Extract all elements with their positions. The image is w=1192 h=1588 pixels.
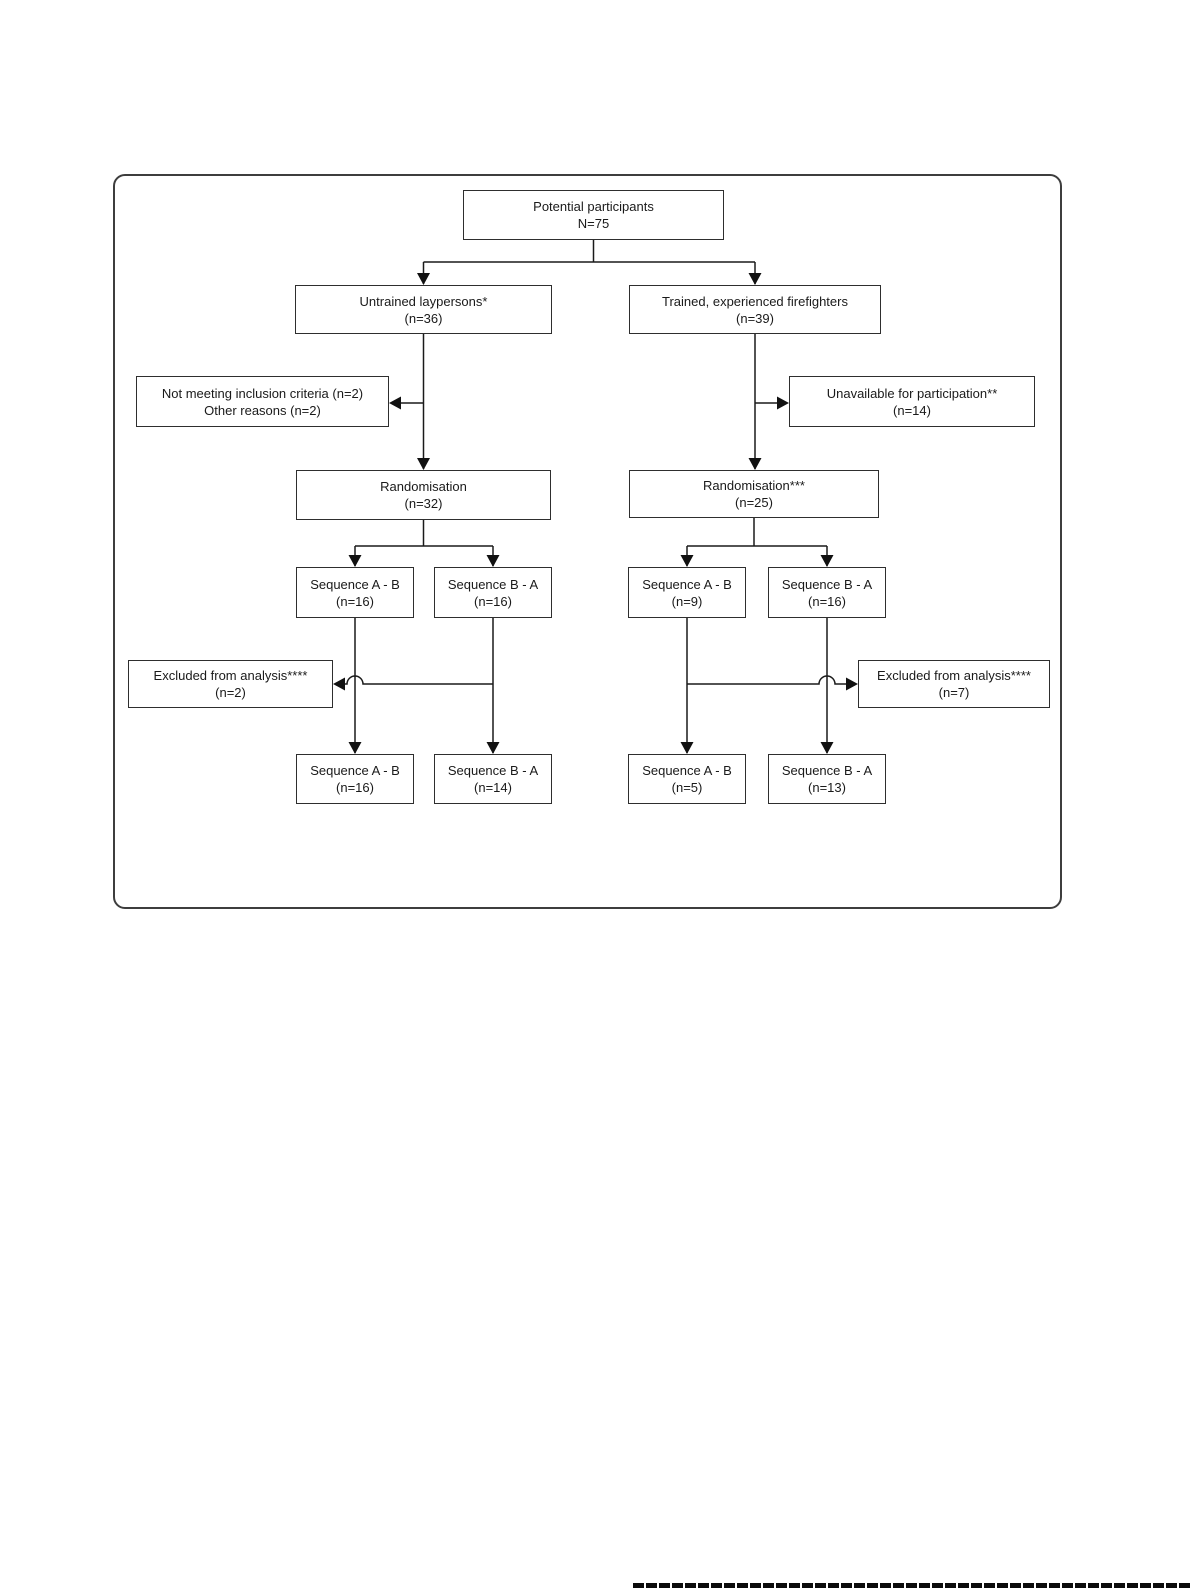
- box-text: Excluded from analysis****: [877, 668, 1031, 683]
- box-not-meeting-criteria: Not meeting inclusion criteria (n=2) Oth…: [136, 376, 389, 427]
- box-text: Sequence A - B: [310, 576, 400, 592]
- box-count: (n=5): [671, 780, 703, 795]
- box-untrained-laypersons: Untrained laypersons* (n=36): [295, 285, 552, 334]
- box-sequence-ba-left: Sequence B - A (n=16): [434, 567, 552, 618]
- box-text: Not meeting inclusion criteria (n=2): [161, 385, 364, 401]
- box-text: Unavailable for participation**: [826, 385, 998, 401]
- box-text: Randomisation***: [703, 478, 805, 493]
- box-text: Randomisation: [380, 479, 467, 494]
- box-text: Sequence A - B: [642, 763, 732, 778]
- box-sequence-ab-left-final: Sequence A - B (n=16): [296, 754, 414, 804]
- box-excluded-left: Excluded from analysis**** (n=2): [128, 660, 333, 708]
- box-randomisation-left: Randomisation (n=32): [296, 470, 551, 520]
- box-text: Sequence B - A: [781, 763, 873, 778]
- box-count: (n=25): [735, 495, 773, 510]
- box-sequence-ab-right-final: Sequence A - B (n=5): [628, 754, 746, 804]
- box-unavailable: Unavailable for participation** (n=14): [789, 376, 1035, 427]
- box-text: Sequence A - B: [310, 763, 400, 778]
- box-count: (n=16): [474, 593, 512, 609]
- box-count: (n=13): [808, 780, 846, 795]
- box-count: (n=14): [893, 402, 931, 418]
- box-sequence-ba-right-final: Sequence B - A (n=13): [768, 754, 886, 804]
- box-text: Sequence A - B: [642, 576, 732, 592]
- box-count: (n=39): [736, 310, 774, 326]
- box-count: N=75: [577, 216, 610, 231]
- box-count: (n=16): [336, 593, 374, 609]
- box-count: (n=36): [404, 310, 443, 326]
- flowchart-frame: [113, 174, 1062, 909]
- box-count: (n=2): [215, 685, 246, 700]
- page-bottom-dashed-bar: [633, 1583, 1192, 1588]
- box-trained-firefighters: Trained, experienced firefighters (n=39): [629, 285, 881, 334]
- box-count: (n=7): [938, 685, 970, 700]
- box-count: (n=32): [404, 496, 443, 511]
- box-excluded-right: Excluded from analysis**** (n=7): [858, 660, 1050, 708]
- box-sequence-ab-right: Sequence A - B (n=9): [628, 567, 746, 618]
- box-text: Untrained laypersons*: [359, 293, 488, 309]
- box-text: Other reasons (n=2): [204, 402, 321, 418]
- box-text: Trained, experienced firefighters: [662, 293, 848, 309]
- box-text: Sequence B - A: [781, 576, 873, 592]
- box-count: (n=16): [808, 593, 846, 609]
- box-count: (n=16): [336, 780, 374, 795]
- box-randomisation-right: Randomisation*** (n=25): [629, 470, 879, 518]
- box-text: Sequence B - A: [447, 763, 539, 778]
- box-sequence-ba-left-final: Sequence B - A (n=14): [434, 754, 552, 804]
- box-text: Excluded from analysis****: [153, 668, 308, 683]
- box-count: (n=14): [474, 780, 512, 795]
- box-text: Potential participants: [533, 199, 654, 214]
- box-text: Sequence B - A: [447, 576, 539, 592]
- box-count: (n=9): [671, 593, 703, 609]
- box-sequence-ab-left: Sequence A - B (n=16): [296, 567, 414, 618]
- box-sequence-ba-right: Sequence B - A (n=16): [768, 567, 886, 618]
- box-potential-participants: Potential participants N=75: [463, 190, 724, 240]
